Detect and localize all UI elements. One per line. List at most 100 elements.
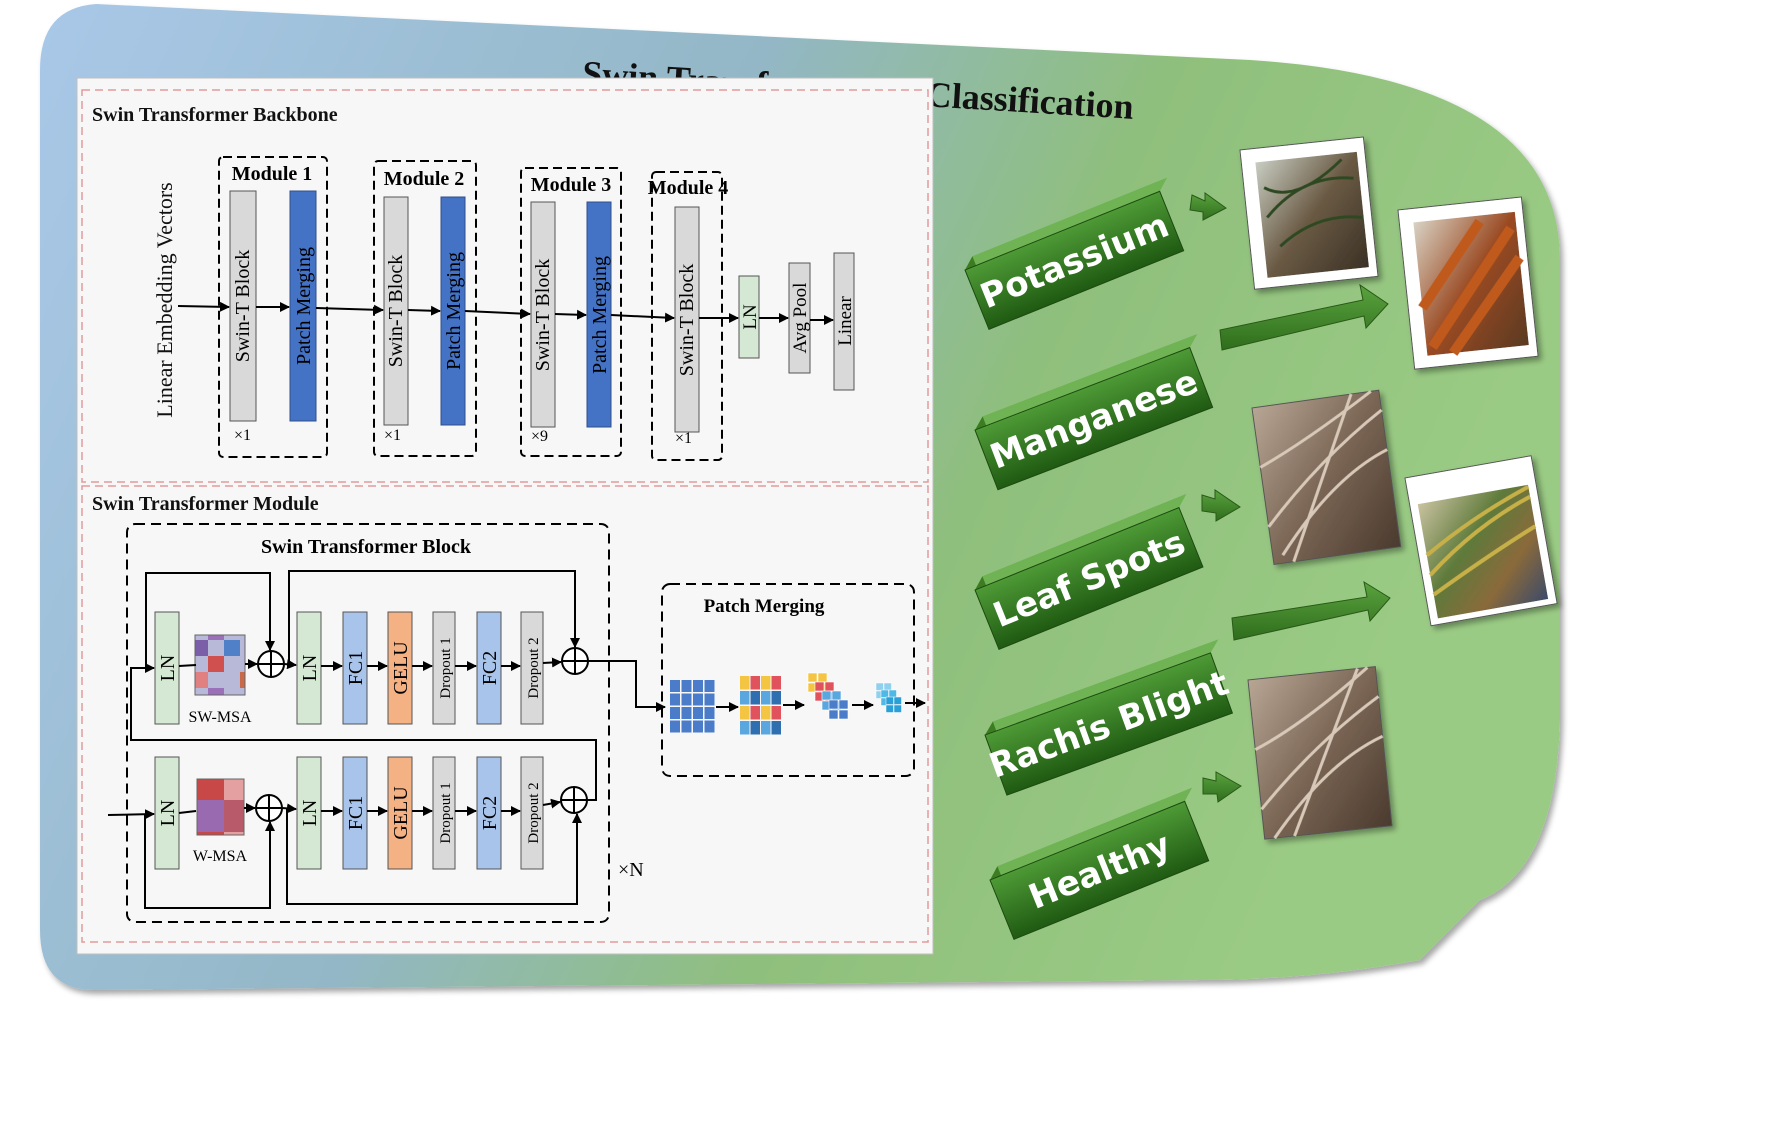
- patch-cell: [704, 707, 715, 719]
- patch-cell: [740, 691, 750, 705]
- lower-dropout-2-label: Dropout 2: [526, 782, 542, 843]
- merged-patch: [880, 689, 889, 698]
- lower-dropout-1: [432, 756, 456, 870]
- backbone-avg-pool-label: Avg Pool: [790, 283, 811, 354]
- backbone-frame: [81, 89, 929, 483]
- class-bar-top: [985, 639, 1219, 735]
- photo-manganese: [1397, 196, 1539, 370]
- module-3-label: Module 3: [531, 174, 612, 196]
- module-2-patch-merging: [440, 196, 466, 426]
- lower-residual-add-2-cross: [561, 787, 587, 813]
- lower-fc1: [342, 756, 368, 870]
- lower-ln-label: LN: [157, 800, 179, 827]
- module-heading: Swin Transformer Module: [92, 493, 319, 515]
- patch-stack: [807, 672, 849, 720]
- upper-gelu-label: GELU: [390, 641, 412, 695]
- patch-cell: [693, 707, 703, 719]
- module-4-swin-block: [674, 206, 700, 433]
- module-repeat: ×N: [618, 859, 644, 881]
- merged-patch: [893, 696, 902, 705]
- module-2-repeat: ×1: [384, 427, 401, 444]
- patch-cell: [771, 691, 781, 705]
- arrow-manganese: [1219, 283, 1389, 351]
- patch-merging-arrows: [716, 698, 926, 712]
- patch-grid-4x4: [670, 680, 715, 733]
- sw-msa-map: [194, 634, 246, 696]
- arrow-leaf-spots: [1201, 489, 1241, 522]
- merged-patch: [893, 704, 902, 713]
- upper-dropout-1: [432, 611, 456, 725]
- patch-cell: [704, 720, 715, 733]
- backbone-avg-pool: [788, 262, 811, 374]
- patch-cell: [750, 706, 760, 720]
- module-connectors: [107, 570, 666, 909]
- lower-fc2: [476, 756, 502, 870]
- lower-ln: [154, 756, 180, 870]
- patch-cell: [761, 676, 771, 690]
- upper-fc2: [476, 611, 502, 725]
- module-4-label: Module 4: [648, 177, 729, 199]
- module-frame: [81, 485, 929, 943]
- stacked-patch: [807, 672, 818, 683]
- patch-cell: [761, 721, 771, 735]
- input-label: Linear Embedding Vectors: [152, 182, 177, 417]
- stacked-patch: [831, 690, 842, 701]
- backbone-linear: [833, 252, 855, 391]
- patch-cell: [670, 707, 680, 719]
- upper-dropout-2-label: Dropout 2: [526, 637, 542, 698]
- module-2-label: Module 2: [384, 168, 465, 190]
- upper-ln-2: [296, 611, 322, 725]
- module-4-repeat: ×1: [675, 430, 692, 447]
- merged-patch-stack: [875, 682, 902, 713]
- patch-cell: [771, 721, 781, 735]
- swin-block-frame: [126, 523, 610, 923]
- patch-cell: [681, 707, 692, 719]
- patch-cell: [704, 680, 715, 692]
- photo-leaf-spots: [1251, 389, 1402, 566]
- backbone-heading: Swin Transformer Backbone: [92, 104, 338, 126]
- patch-cell: [693, 720, 703, 733]
- module-1-swin-block: [229, 190, 257, 422]
- module-1-swin-block-label: Swin-T Block: [232, 250, 254, 362]
- lower-dropout-1-label: Dropout 1: [438, 782, 454, 843]
- patch-cell: [681, 680, 692, 692]
- module-1-label: Module 1: [232, 163, 313, 185]
- patch-cell: [693, 680, 703, 692]
- class-bar-top: [965, 177, 1168, 270]
- module-3-patch-merging-label: Patch Merging: [589, 256, 611, 374]
- stacked-patch: [821, 690, 832, 701]
- class-bar-top: [990, 787, 1193, 880]
- w-msa-map: [196, 778, 245, 836]
- upper-fc2-label: FC2: [479, 651, 501, 685]
- lower-fc2-label: FC2: [479, 796, 501, 830]
- class-bar-face: [974, 346, 1214, 491]
- stacked-patch: [838, 709, 849, 720]
- merged-patch: [875, 682, 884, 691]
- module-2-swin-block-label: Swin-T Block: [385, 255, 407, 367]
- sample-photos: [1239, 136, 1558, 840]
- upper-residual-add-1-cross: [258, 651, 284, 677]
- stacked-patch: [824, 681, 835, 692]
- stacked-patch: [828, 699, 839, 710]
- lower-residual-add-1-cross: [256, 795, 282, 821]
- class-bar-face: [989, 800, 1210, 940]
- lower-fc1-label: FC1: [345, 796, 367, 830]
- backbone-arrows: [177, 301, 834, 325]
- upper-fc1-label: FC1: [345, 651, 367, 685]
- class-bar-face: [984, 652, 1234, 796]
- patch-merging-title: Patch Merging: [704, 596, 825, 617]
- upper-ln-2-label: LN: [299, 655, 321, 682]
- module-3-patch-merging: [586, 201, 612, 428]
- upper-ln-label: LN: [157, 655, 179, 682]
- module-4-swin-block-label: Swin-T Block: [676, 264, 698, 376]
- module-2-patch-merging-label: Patch Merging: [443, 252, 465, 370]
- patch-cell: [670, 720, 680, 733]
- backbone-ln-label: LN: [740, 304, 761, 330]
- patch-merging-frame: [661, 583, 915, 777]
- photo-potassium: [1239, 136, 1379, 290]
- upper-fc1: [342, 611, 368, 725]
- upper-residual-add-2-cross: [562, 648, 588, 674]
- module-3-swin-block-label: Swin-T Block: [532, 259, 554, 371]
- lower-ln-2: [296, 756, 322, 870]
